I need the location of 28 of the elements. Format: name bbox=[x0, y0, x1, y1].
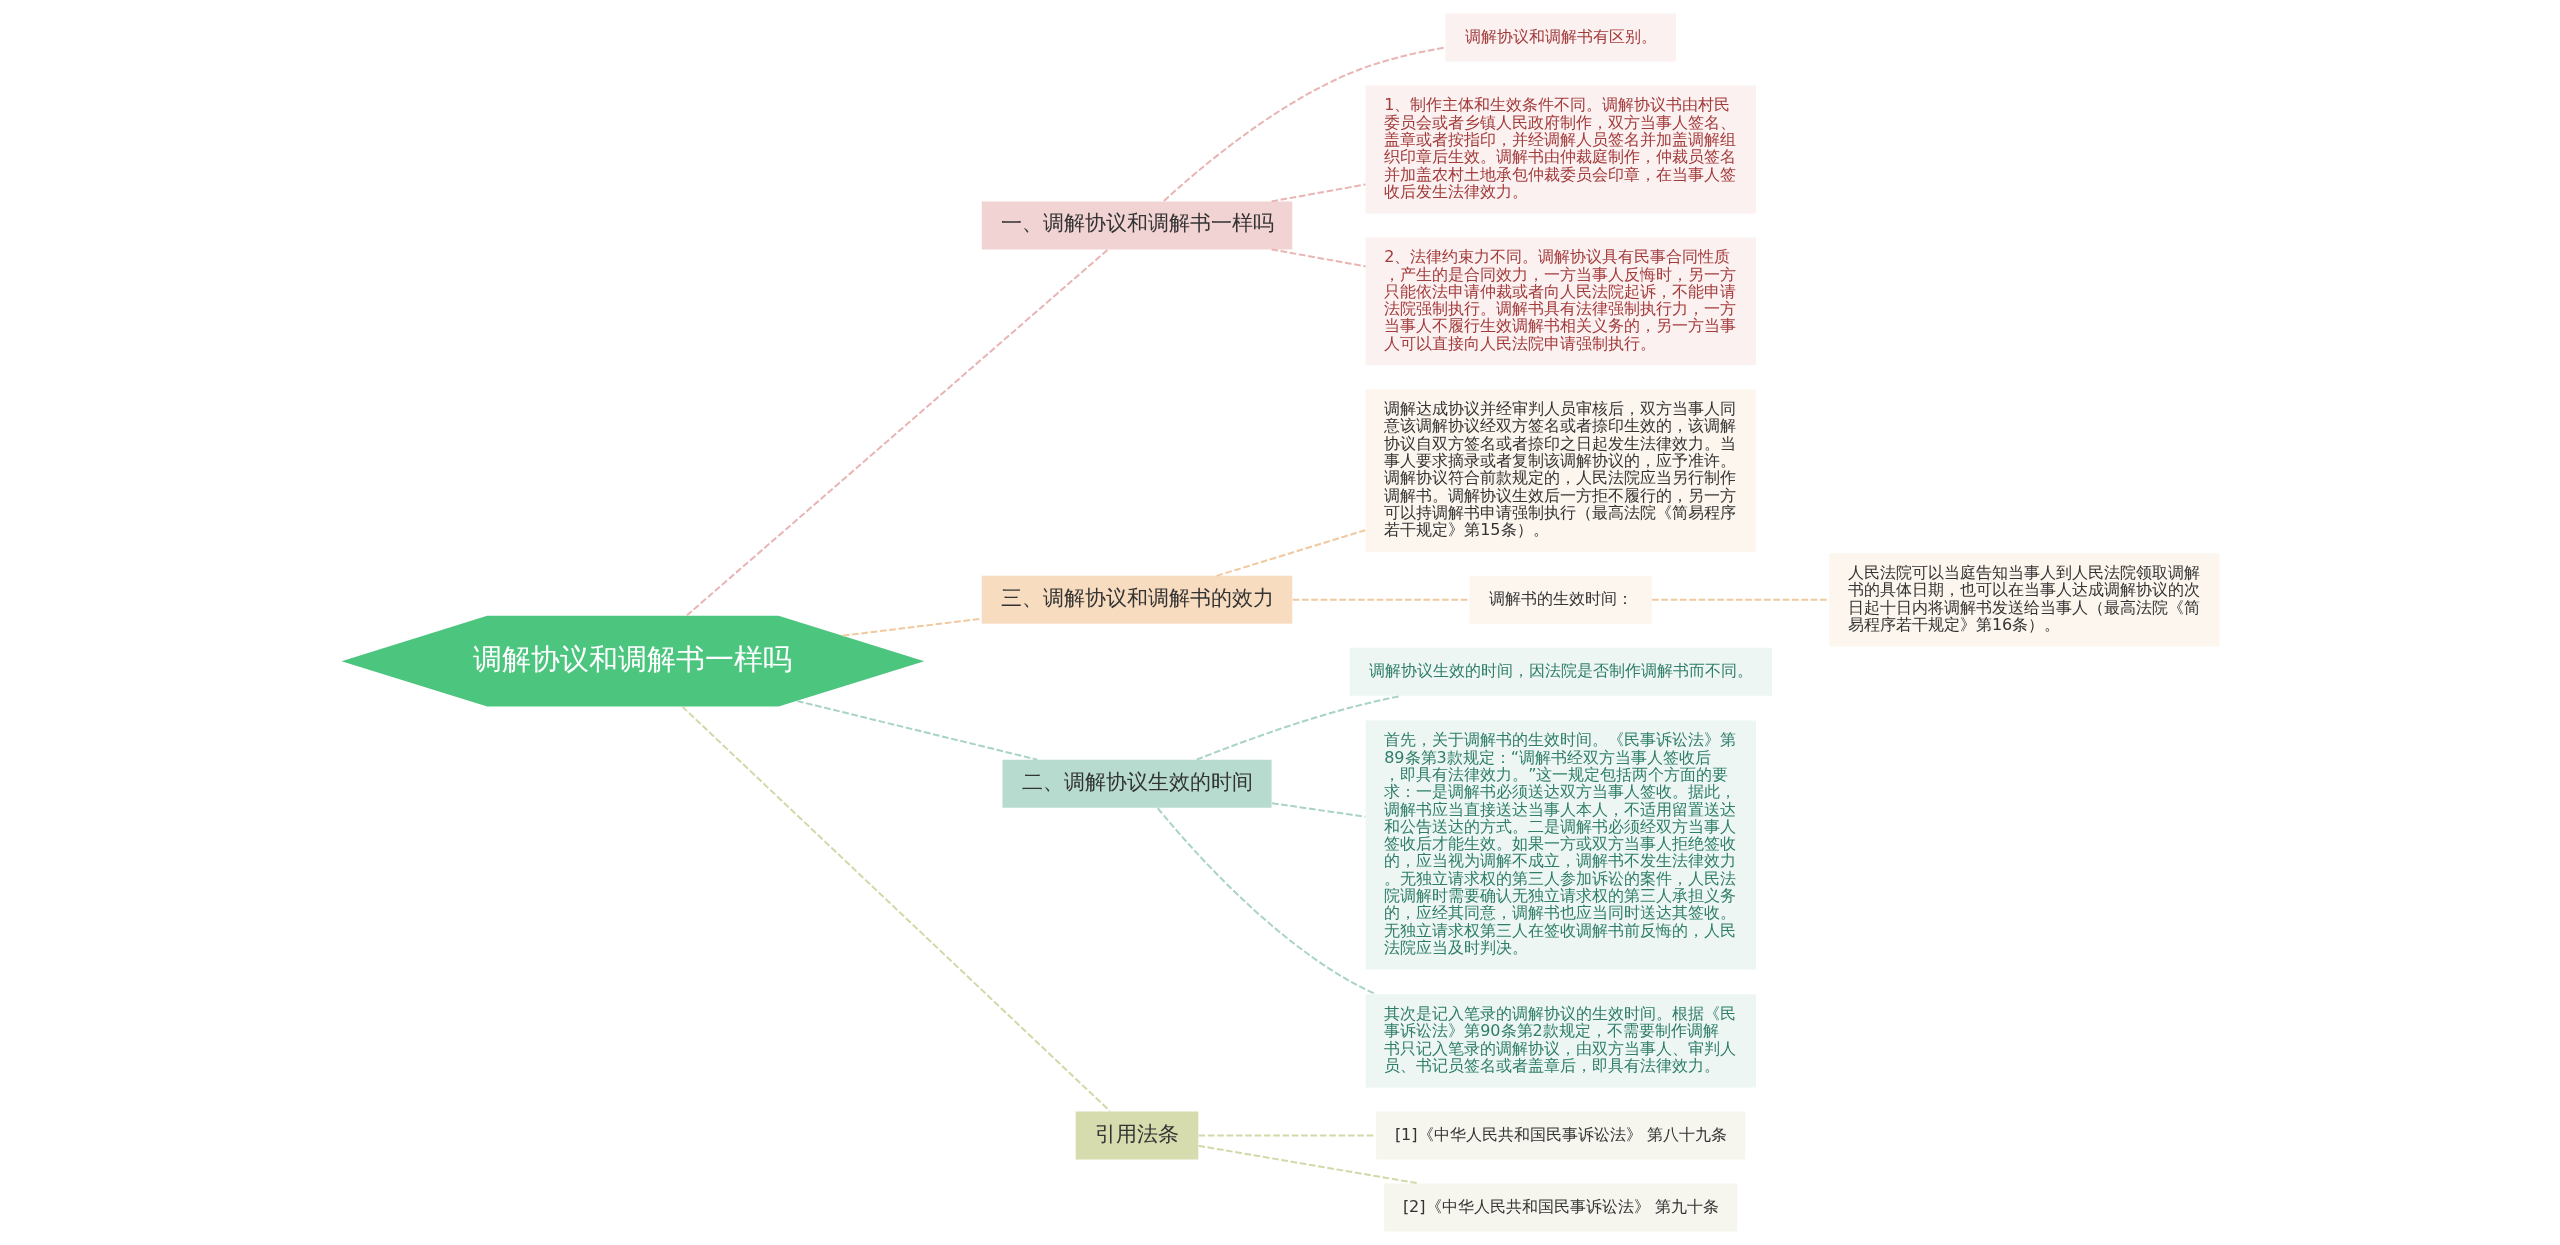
node-box: 调解书的生效时间： bbox=[1468, 575, 1652, 624]
connector bbox=[1215, 529, 1366, 577]
connector bbox=[1162, 46, 1446, 202]
node-box: 首先，关于调解书的生效时间。《民事诉讼法》第89条第3款规定：“调解书经双方当事人签收后，即具有法律效力。”这一规定包括两个方面的要求：一是调解书必须送达双方当事人签收。据此，调解书应当直接送达当事人本人，不适用留置送达和公告送达的方式。二是调解书必须经双方当事人签收后才能生效。如果一方或双方当事人拒绝签收的，应当视为调解不成立，调解书不发生法律效力。无独立请求权的第三人参加诉讼的案件，人民法院调解时需要确认无独立请求权的第三人承担义务的，应经其同意，调解书也应当同时送达其签收。无独立请求权第三人在签收调解书前反悔的，人民法院应当及时判决。 bbox=[1365, 720, 1756, 970]
node-box: 1、制作主体和生效条件不同。调解协议书由村民委员会或者乡镇人民政府制作，双方当事人签名、盖章或者按指印，并经调解人员签名并加盖调解组织印章后生效。调解书由仲裁庭制作，仲裁员签名并加盖农村土地承包仲裁委员会印章，在当事人签收后发生法律效力。 bbox=[1365, 85, 1756, 214]
connector bbox=[1291, 598, 1470, 601]
connector bbox=[1197, 1144, 1420, 1185]
node-box: 一、调解协议和调解书一样吗 bbox=[981, 201, 1292, 250]
connector bbox=[1270, 802, 1366, 818]
connector bbox=[1270, 248, 1367, 268]
connector bbox=[1156, 807, 1377, 996]
node-box: 2、法律约束力不同。调解协议具有民事合同性质，产生的是合同效力，一方当事人反悔时，另一方只能依法申请仲裁或者向人民法院起诉，不能申请法院强制执行。调解书具有法律强制执行力，一方当事人不履行生效调解书相关义务的，另一方当事人可以直接向人民法院申请强制执行。 bbox=[1365, 237, 1756, 366]
node-box: 三、调解协议和调解书的效力 bbox=[981, 575, 1292, 624]
connector bbox=[1270, 183, 1367, 203]
node-box: [1]《中华人民共和国民事诉讼法》 第八十九条 bbox=[1375, 1111, 1745, 1160]
connector bbox=[1650, 598, 1830, 601]
node-box: 调解协议和调解书有区别。 bbox=[1445, 13, 1676, 62]
node-box: 人民法院可以当庭告知当事人到人民法院领取调解书的具体日期，也可以在当事人达成调解协议的次日起十日内将调解书发送给当事人（最高法院《简易程序若干规定》第16条）。 bbox=[1828, 553, 2220, 647]
connector bbox=[1195, 694, 1402, 761]
connector bbox=[680, 705, 1111, 1113]
node-box: 调解达成协议并经审判人员审核后，双方当事人同意该调解协议经双方签名或者捺印生效的，该调解协议自双方签名或者捺印之日起发生法律效力。当事人要求摘录或者复制该调解协议的，应予准许。调解协议符合前款规定的，人民法院应当另行制作调解书。调解协议生效后一方拒不履行的，另一方可以持调解书申请强制执行（最高法院《简易程序若干规定》第15条）。 bbox=[1365, 389, 1756, 552]
connector bbox=[795, 699, 1038, 761]
node-box: 引用法条 bbox=[1075, 1111, 1198, 1160]
node-box: 二、调解协议生效的时间 bbox=[1001, 759, 1272, 808]
node-box: 其次是记入笔录的调解协议的生效时间。根据《民事诉讼法》第90条第2款规定，不需要制作调解书只记入笔录的调解协议，由双方当事人、审判人员、书记员签名或者盖章后，即具有法律效力。 bbox=[1365, 994, 1756, 1088]
node-box: 调解协议生效的时间，因法院是否制作调解书而不同。 bbox=[1349, 647, 1772, 696]
node-box: [2]《中华人民共和国民事诉讼法》 第九十条 bbox=[1383, 1183, 1737, 1232]
connector bbox=[685, 248, 1109, 617]
